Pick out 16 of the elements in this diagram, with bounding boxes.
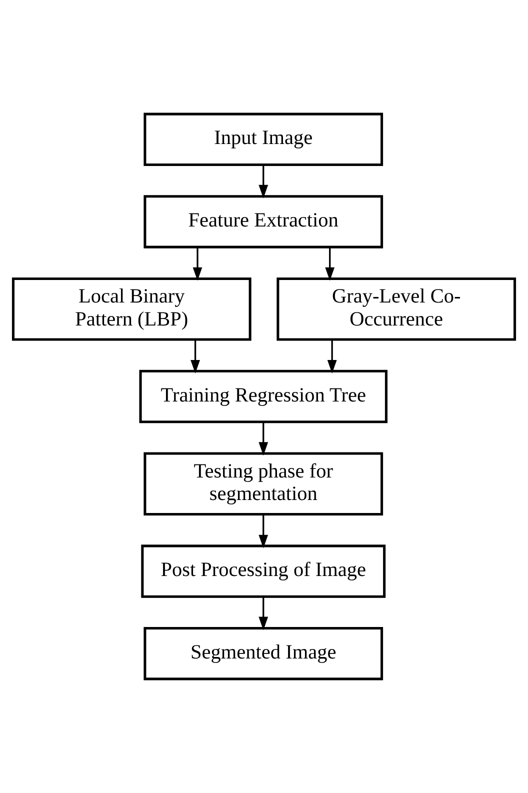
node-box: Gray-Level Co-Occurrence bbox=[276, 277, 516, 341]
node-box: Testing phase for segmentation bbox=[144, 452, 384, 516]
arrow bbox=[192, 247, 202, 281]
arrow bbox=[190, 340, 200, 374]
node-box: Training Regression Tree bbox=[139, 370, 388, 424]
node-box: Input Image bbox=[144, 112, 384, 166]
node-box: Feature Extraction bbox=[144, 195, 384, 248]
arrow bbox=[258, 422, 268, 456]
arrow bbox=[258, 165, 268, 198]
arrow bbox=[325, 247, 335, 281]
node-box: Local Binary Pattern (LBP) bbox=[12, 277, 252, 341]
arrow bbox=[327, 340, 337, 374]
arrow bbox=[258, 596, 268, 630]
node-box: Post Processing of Image bbox=[141, 544, 386, 598]
arrow bbox=[258, 514, 268, 548]
node-box: Segmented Image bbox=[144, 627, 384, 680]
